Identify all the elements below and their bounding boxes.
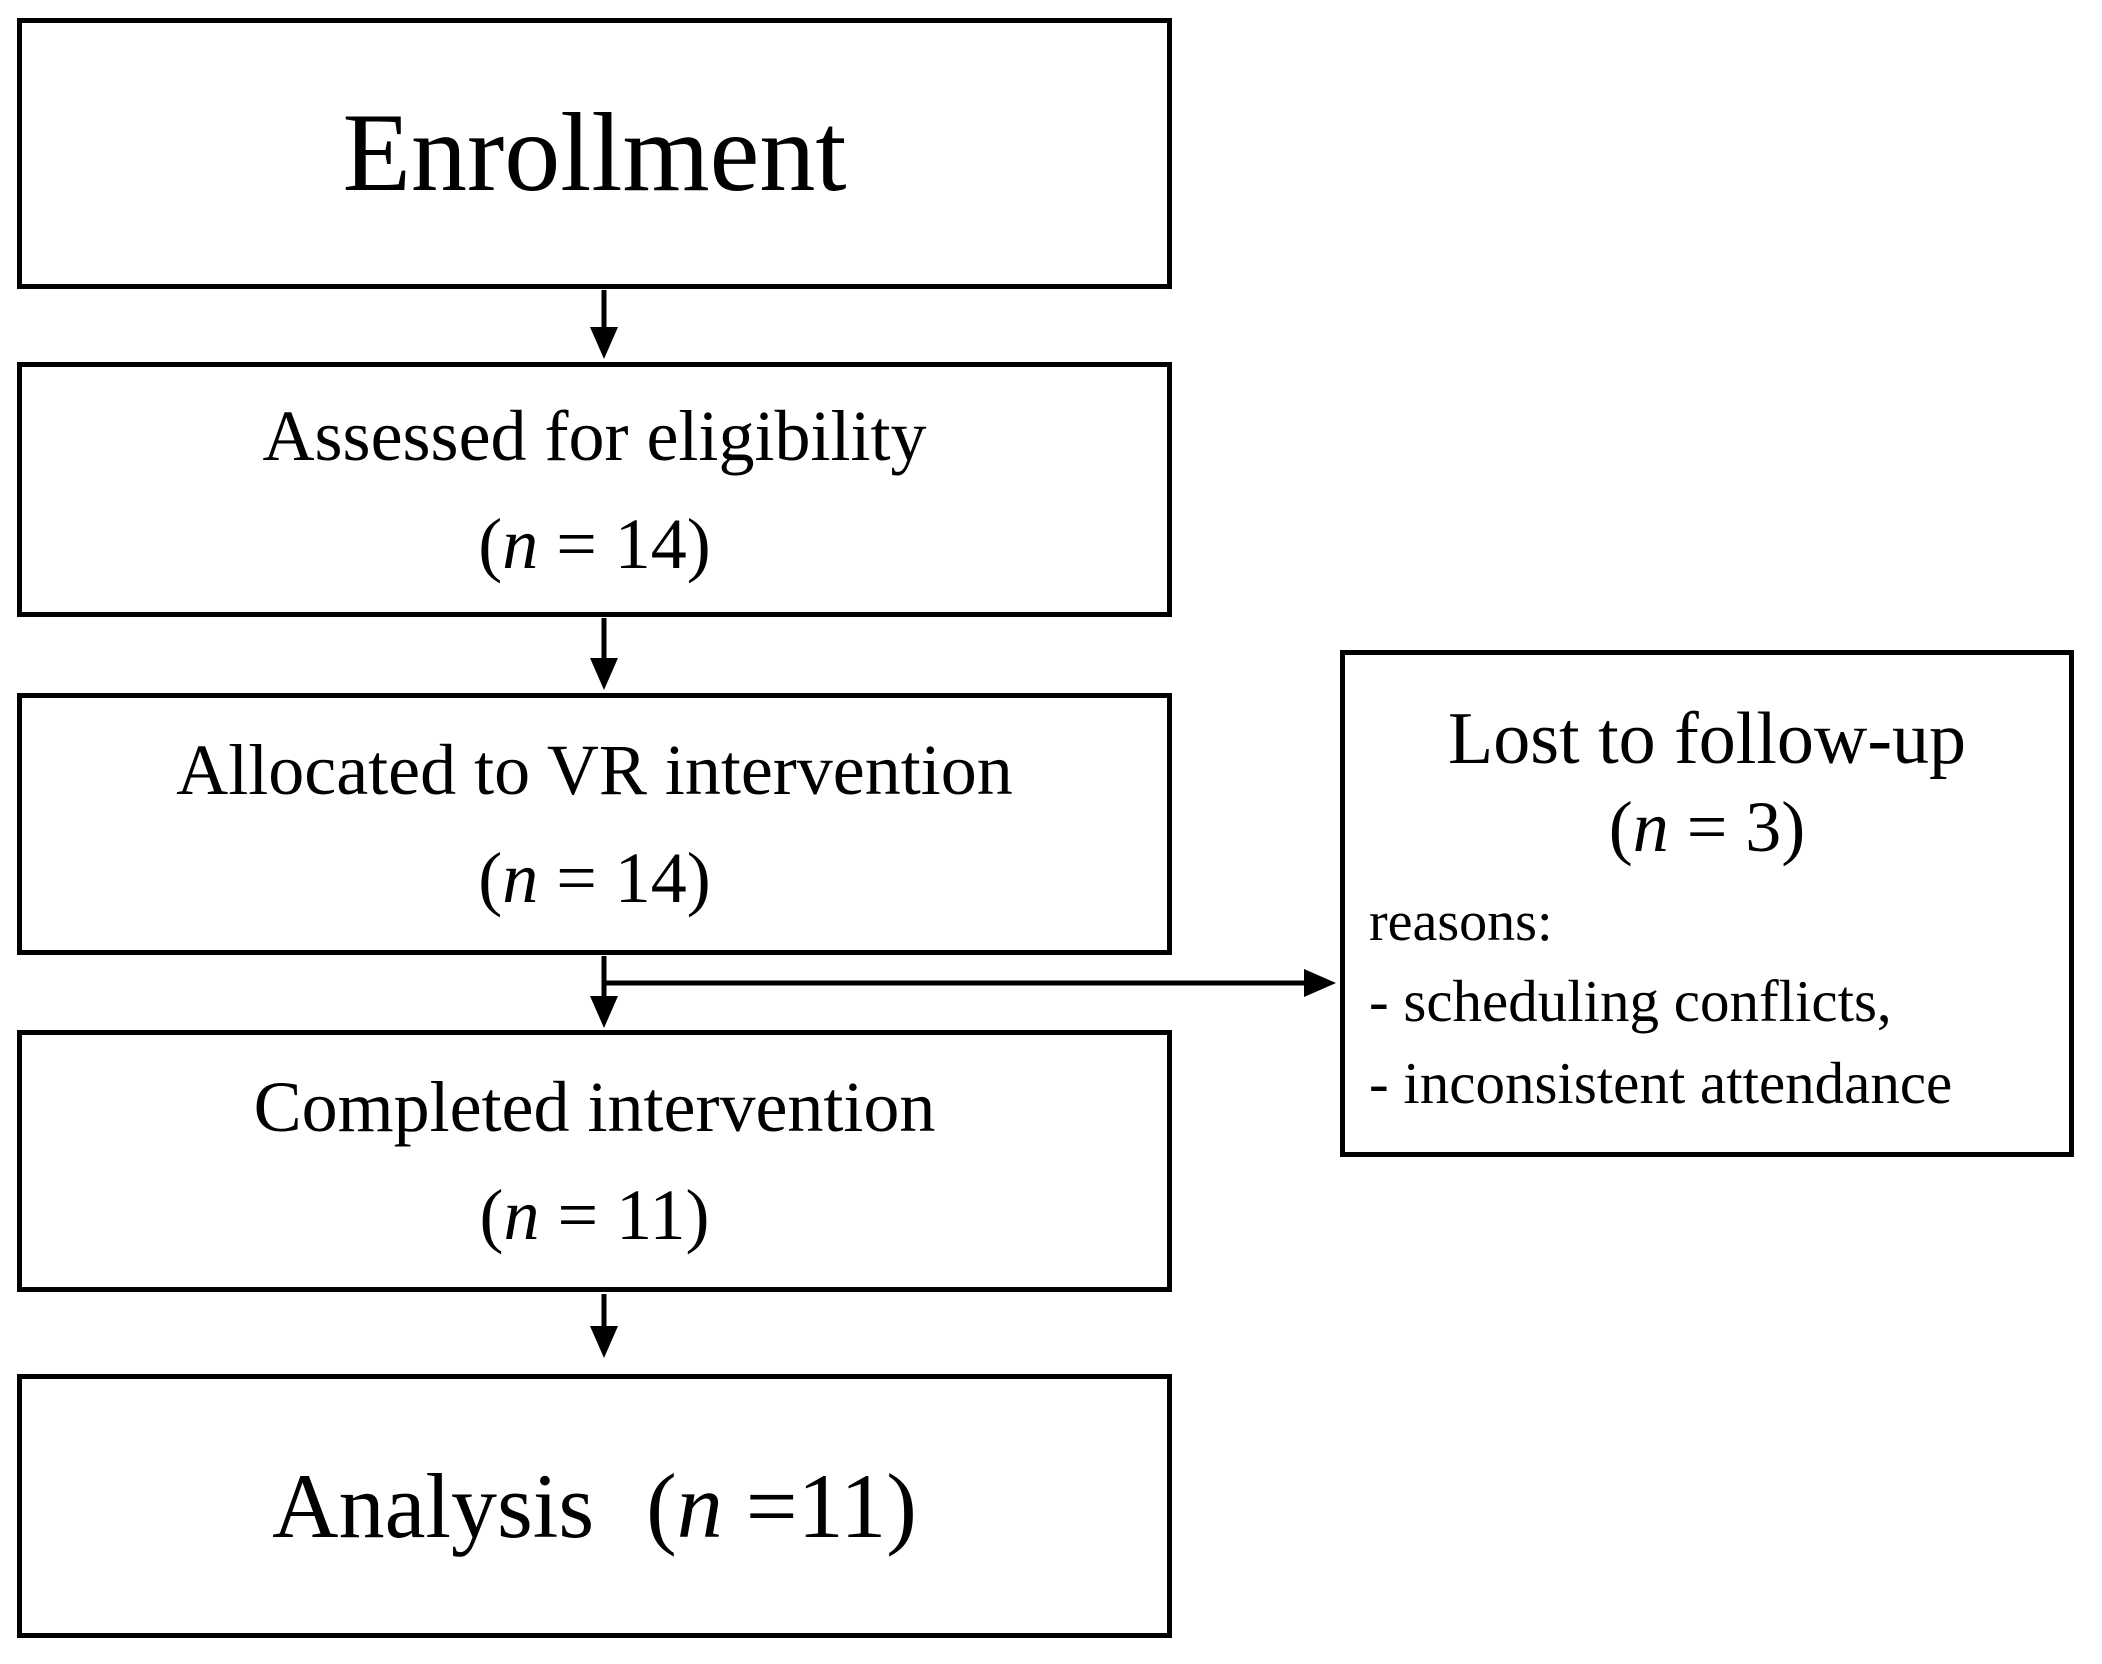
arrow-branch-to-lost <box>602 969 1336 997</box>
reasons-label: reasons: <box>1369 891 1553 954</box>
allocated-label: Allocated to VR intervention <box>176 730 1013 810</box>
enrollment-box: Enrollment <box>17 18 1172 289</box>
analysis-count-rest: =11) <box>722 1454 917 1557</box>
arrow-head-down-icon <box>590 996 618 1028</box>
lost-title: Lost to follow-up <box>1448 698 1966 780</box>
arrow-allocated-to-completed <box>590 956 618 1028</box>
arrow-head-right-icon <box>1304 969 1336 997</box>
lost-count-n: n <box>1632 787 1669 868</box>
assessed-count: (n = 14) <box>478 490 711 598</box>
completed-count-open: ( <box>479 1175 504 1255</box>
completed-label: Completed intervention <box>253 1067 936 1147</box>
arrow-completed-to-analysis <box>590 1294 618 1358</box>
analysis-label: Analysis <box>272 1454 595 1557</box>
analysis-box: Analysis (n =11) <box>17 1374 1172 1638</box>
allocated-count-n: n <box>502 838 539 918</box>
completed-count: (n = 11) <box>480 1161 710 1269</box>
assessed-count-n: n <box>502 503 539 584</box>
analysis-count: (n =11) <box>646 1451 917 1561</box>
analysis-line: Analysis (n =11) <box>272 1451 917 1561</box>
completed-count-n: n <box>503 1175 540 1255</box>
analysis-count-open: ( <box>646 1454 677 1557</box>
arrow-head-down-icon <box>590 327 618 359</box>
lost-reasons-block: reasons: - scheduling conflicts, - incon… <box>1345 884 2069 1124</box>
arrow-enrollment-to-assessed <box>590 290 618 359</box>
allocated-box: Allocated to VR intervention (n = 14) <box>17 693 1172 955</box>
assessed-label: Assessed for eligibility <box>262 395 927 476</box>
reason-item: - scheduling conflicts, <box>1369 968 1892 1035</box>
arrow-head-down-icon <box>590 1326 618 1358</box>
assessed-count-rest: = 14) <box>538 503 711 584</box>
arrow-head-down-icon <box>590 658 618 690</box>
enrollment-label: Enrollment <box>342 90 847 215</box>
assessed-box: Assessed for eligibility (n = 14) <box>17 362 1172 617</box>
completed-count-rest: = 11) <box>539 1175 710 1255</box>
lost-count-open: ( <box>1608 787 1633 868</box>
completed-box: Completed intervention (n = 11) <box>17 1030 1172 1292</box>
arrow-assessed-to-allocated <box>590 618 618 690</box>
allocated-count-open: ( <box>478 838 503 918</box>
allocated-count: (n = 14) <box>478 824 711 932</box>
analysis-count-n: n <box>676 1454 723 1557</box>
lost-count-rest: = 3) <box>1668 787 1806 868</box>
reason-item: - inconsistent attendance <box>1369 1049 1953 1116</box>
lost-to-follow-up-box: Lost to follow-up (n = 3) reasons: - sch… <box>1340 650 2074 1157</box>
lost-count: (n = 3) <box>1345 782 2069 872</box>
assessed-count-open: ( <box>478 503 503 584</box>
allocated-count-rest: = 14) <box>538 838 711 918</box>
